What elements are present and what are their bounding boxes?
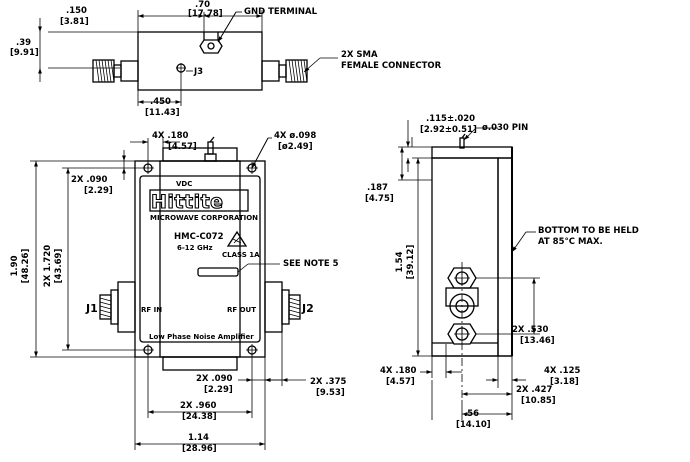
front-view: Hittite [30,136,306,450]
note-5-feature [197,267,239,277]
dim-2x090-bot-in: 2X .090 [196,374,232,384]
side-view [398,120,540,420]
j1-connector [99,281,136,333]
dim-4x125-mm: [3.18] [550,377,579,387]
dim-2x090-bot-mm: [2.29] [204,385,233,395]
dim-114-mm: [28.96] [182,444,217,454]
dim-56-mm: [14.10] [456,420,491,430]
esd-warning-icon [226,230,248,247]
frequency-range: 6-12 GHz [177,244,213,252]
rf-in-label: RF IN [141,306,162,314]
dim-450-in: .450 [150,97,171,107]
dim-2x427-mm: [10.85] [521,396,556,406]
bottom-note-line2: AT 85°C MAX. [538,237,603,247]
dim-39-in: .39 [16,38,31,48]
bottom-note-line1: BOTTOM TO BE HELD [538,226,639,236]
dim-39-mm: [9.91] [10,48,39,58]
dim-2x090-left-mm: [2.29] [84,186,113,196]
dim-2x427-in: 2X .427 [516,385,552,395]
gnd-terminal-label: GND TERMINAL [244,7,318,17]
dim-56-in: .56 [464,409,479,419]
sma-connector-right [261,59,308,83]
esd-class-label: CLASS 1A [222,251,260,259]
vdc-pin [204,136,217,162]
dim-190-in: 1.90 [10,255,20,276]
sma-label-line2: FEMALE CONNECTOR [341,61,442,71]
dim-187-in: .187 [367,183,388,193]
dim-4x180-in: 4X .180 [152,131,188,141]
top-view [38,10,338,106]
dim-2x1720-in: 2X 1.720 [43,245,53,287]
dim-2x530-mm: [13.46] [520,336,555,346]
gnd-terminal-nut [199,39,223,54]
vdc-label: VDC [176,180,192,188]
mount-holes-label-line2: [ø2.49] [278,142,313,152]
top-view-body [137,31,263,91]
dim-154-mm: [39.12] [406,245,416,280]
rf-out-label: RF OUT [227,306,256,314]
dim-150-mm: [3.81] [60,17,89,27]
dim-4x125-in: 4X .125 [544,366,580,376]
hittite-logo: Hittite [151,191,224,213]
dim-154-in: 1.54 [395,251,405,272]
front-view-lid [139,175,261,343]
j2-label: J2 [301,302,314,315]
dim-4x180-side-in: 4X .180 [380,366,416,376]
dim-114-in: 1.14 [188,433,209,443]
dim-2x960-mm: [24.38] [182,412,217,422]
pin-diameter-label: ø.030 PIN [482,123,528,133]
dim-115-mm: [2.92±0.51] [420,125,477,135]
dim-2x1720-mm: [43.69] [54,249,64,284]
dim-4x180-side-mm: [4.57] [386,377,415,387]
j1-label: J1 [85,302,98,315]
dim-4x180-mm: [4.57] [168,142,197,152]
sma-connector-left [92,59,139,83]
dim-2x375-mm: [9.53] [316,388,345,398]
j2-connector [264,281,301,333]
see-note-5-label: SEE NOTE 5 [283,259,339,269]
dim-187-mm: [4.75] [365,194,394,204]
dim-2x530-in: 2X .530 [512,325,548,335]
dim-2x090-left-in: 2X .090 [71,175,107,185]
j3-label: J3 [193,67,203,77]
side-view-base [497,157,513,357]
device-description: Low Phase Noise Amplifier [149,333,254,341]
dim-150-in: .150 [66,6,87,16]
front-view-body [159,160,241,358]
dim-70-in: .70 [195,0,210,10]
dim-70-mm: [17.78] [188,9,223,19]
logo-subtitle: MICROWAVE CORPORATION [150,214,258,222]
dim-2x375-in: 2X .375 [310,377,346,387]
dim-115-in: .115±.020 [426,114,475,124]
dim-190-mm: [48.26] [21,249,31,284]
part-number: HMC-C072 [174,232,224,242]
dim-450-mm: [11.43] [145,108,180,118]
side-view-flange [431,146,513,159]
mount-holes-label-line1: 4X ø.098 [274,131,316,141]
dim-2x960-in: 2X .960 [180,401,216,411]
sma-label-line1: 2X SMA [341,50,378,60]
